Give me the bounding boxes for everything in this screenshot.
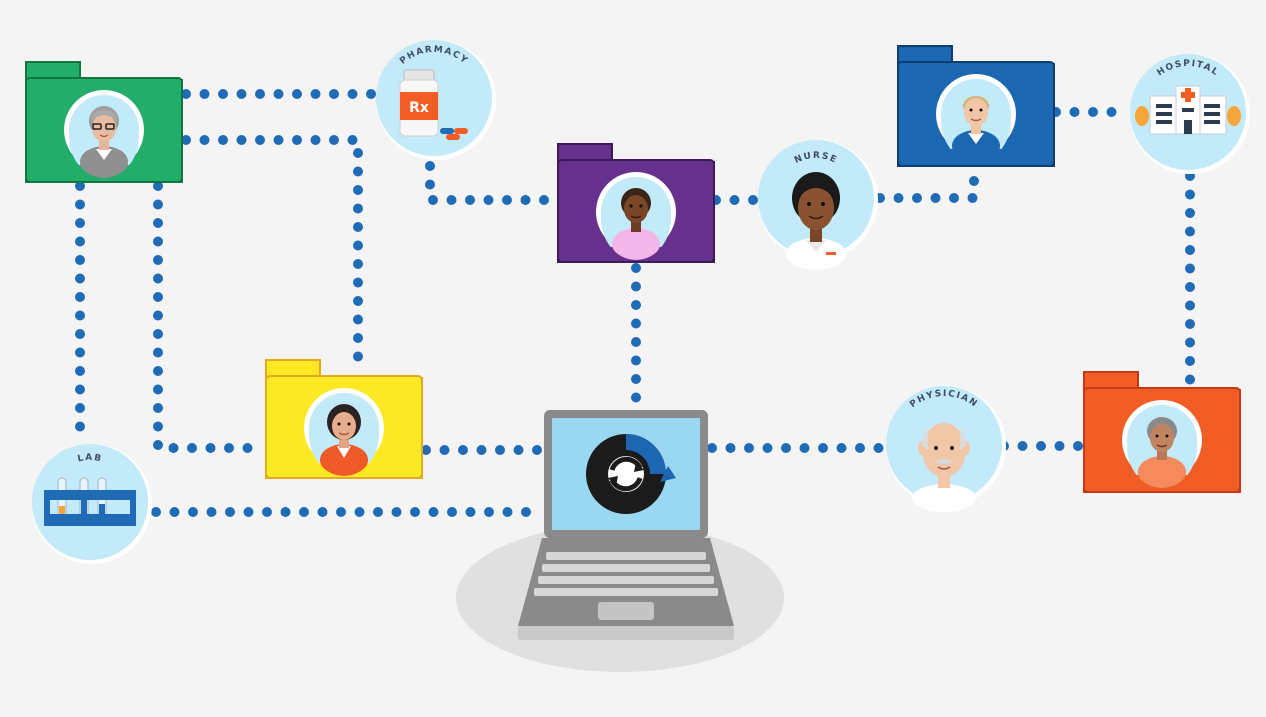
physician-avatar — [912, 423, 976, 512]
laptop-keyboard — [534, 552, 718, 596]
lab-node[interactable]: LAB — [32, 444, 152, 564]
sync-arrows-icon — [586, 434, 676, 514]
folder-yellow[interactable] — [265, 359, 423, 479]
pill-bottle-icon: Rx — [399, 69, 439, 137]
pharmacy-node[interactable]: PHARMACY Rx — [376, 40, 496, 160]
test-tubes-icon — [44, 477, 136, 526]
hospital-building-icon — [1135, 85, 1241, 135]
patient-woman-avatar — [601, 177, 671, 260]
nurse-label: NURSE — [793, 151, 839, 166]
pills-icon — [440, 128, 468, 140]
folder-purple[interactable] — [557, 143, 715, 263]
folder-blue[interactable] — [897, 45, 1055, 167]
folder-orange[interactable] — [1083, 371, 1241, 493]
nurse-node[interactable]: NURSE — [758, 140, 878, 270]
patient-elderly-woman-avatar — [69, 95, 139, 178]
connection-lines — [75, 89, 1195, 517]
laptop-trackpad — [598, 602, 654, 620]
patient-young-woman-avatar — [309, 393, 379, 476]
lab-label: LAB — [77, 453, 104, 465]
link-green-laptop — [153, 181, 267, 453]
patient-elderly-woman-avatar-2 — [1127, 405, 1197, 488]
folder-green[interactable] — [25, 61, 183, 183]
laptop-icon[interactable] — [456, 410, 784, 672]
hospital-node[interactable]: HOSPITAL — [1130, 54, 1250, 174]
rx-label: Rx — [409, 100, 429, 116]
physician-node[interactable]: PHYSICIAN — [886, 386, 1006, 512]
link-pharmacy-purple — [425, 161, 559, 205]
link-nurse-blue — [875, 163, 979, 203]
patient-man-avatar — [941, 79, 1011, 162]
link-green-yellow — [181, 135, 363, 377]
